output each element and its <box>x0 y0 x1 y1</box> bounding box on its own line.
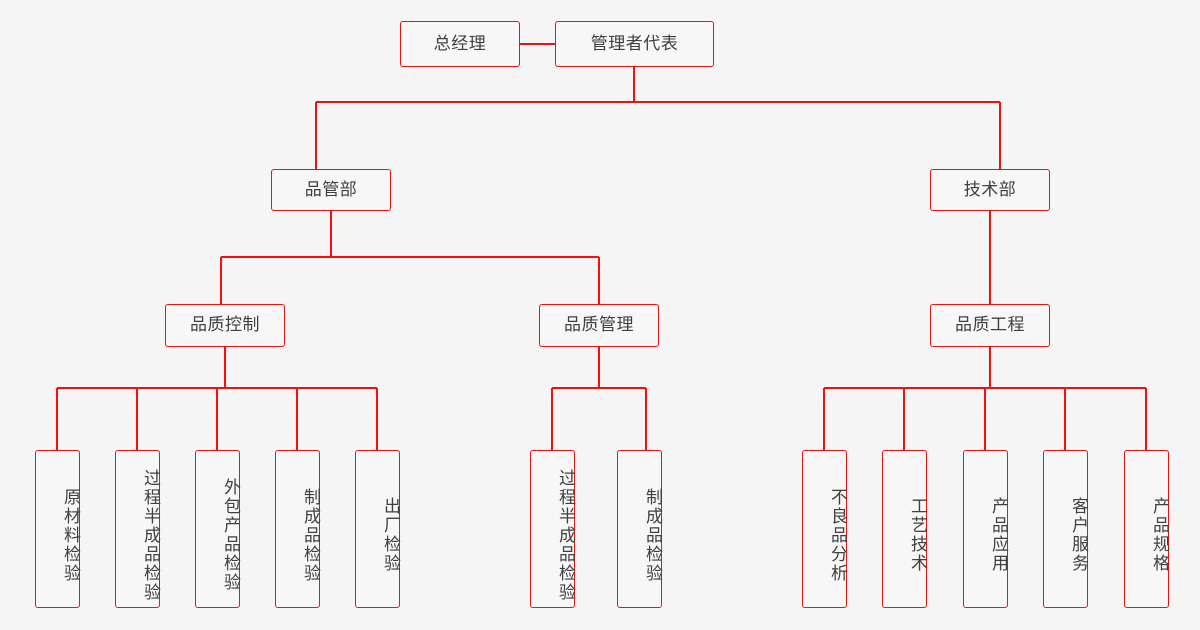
node-label: 过程半成品检验 <box>140 468 160 602</box>
node-label: 管理者代表 <box>590 33 679 54</box>
node-label: 制成品检验 <box>300 487 320 583</box>
node-label: 原材料检验 <box>60 487 80 583</box>
leaf-product-application[interactable]: 产品应用 <box>963 450 1008 608</box>
node-label: 客户服务 <box>1068 497 1088 573</box>
node-label: 品质工程 <box>955 315 1025 336</box>
leaf-raw-material-inspection[interactable]: 原材料检验 <box>35 450 80 608</box>
leaf-finished-product-inspection-qm[interactable]: 制成品检验 <box>617 450 662 608</box>
node-label: 制成品检验 <box>642 487 662 583</box>
node-general-manager[interactable]: 总经理 <box>400 21 520 67</box>
leaf-process-technology[interactable]: 工艺技术 <box>882 450 927 608</box>
node-label: 技术部 <box>963 179 1017 200</box>
leaf-in-process-semifinished-inspection-qm[interactable]: 过程半成品检验 <box>530 450 575 608</box>
leaf-in-process-semifinished-inspection[interactable]: 过程半成品检验 <box>115 450 160 608</box>
node-label: 总经理 <box>433 33 487 54</box>
node-label: 过程半成品检验 <box>555 468 575 602</box>
leaf-product-specification[interactable]: 产品规格 <box>1124 450 1169 608</box>
leaf-outsourced-product-inspection[interactable]: 外包产品检验 <box>195 450 240 608</box>
node-technical-department[interactable]: 技术部 <box>930 169 1050 211</box>
node-quality-department[interactable]: 品管部 <box>271 169 391 211</box>
node-label: 不良品分析 <box>827 487 847 583</box>
node-label: 工艺技术 <box>907 497 927 573</box>
node-quality-control[interactable]: 品质控制 <box>165 304 285 347</box>
node-management-representative[interactable]: 管理者代表 <box>555 21 714 67</box>
leaf-customer-service[interactable]: 客户服务 <box>1043 450 1088 608</box>
node-label: 出厂检验 <box>380 497 400 573</box>
node-label: 品质控制 <box>190 315 260 336</box>
node-label: 品质管理 <box>564 315 634 336</box>
leaf-finished-product-inspection-qc[interactable]: 制成品检验 <box>275 450 320 608</box>
node-label: 外包产品检验 <box>220 478 240 592</box>
node-quality-management[interactable]: 品质管理 <box>539 304 659 347</box>
node-label: 产品应用 <box>988 497 1008 573</box>
node-label: 品管部 <box>304 179 358 200</box>
leaf-outgoing-inspection[interactable]: 出厂检验 <box>355 450 400 608</box>
node-quality-engineering[interactable]: 品质工程 <box>930 304 1050 347</box>
node-label: 产品规格 <box>1149 497 1169 573</box>
leaf-defect-analysis[interactable]: 不良品分析 <box>802 450 847 608</box>
